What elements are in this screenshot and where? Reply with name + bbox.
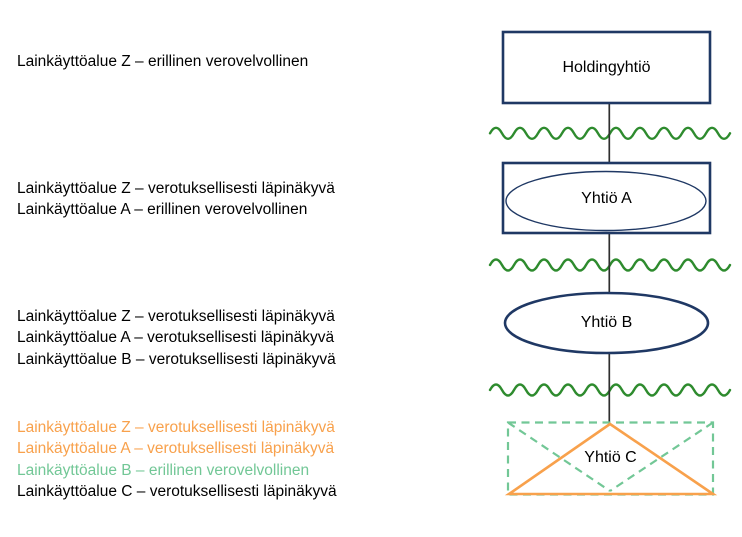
company-b-ellipse — [503, 291, 710, 355]
company-b-label: Yhtiö B — [580, 314, 633, 331]
jurisdiction-block-2: Lainkäyttöalue Z – verotuksellisesti läp… — [17, 178, 335, 221]
company-c-triangle — [504, 422, 718, 496]
jurisdiction-line: Lainkäyttöalue Z – verotuksellisesti läp… — [17, 180, 335, 197]
company-a-ellipse — [505, 170, 707, 232]
jurisdiction-line: Lainkäyttöalue Z – verotuksellisesti läp… — [17, 308, 335, 325]
holding-company-label: Holdingyhtiö — [562, 58, 651, 76]
jurisdiction-line: Lainkäyttöalue A – verotuksellisesti läp… — [17, 440, 335, 458]
jurisdiction-line: Lainkäyttöalue Z – erillinen verovelvoll… — [17, 53, 309, 70]
jurisdiction-block-1: Lainkäyttöalue Z – erillinen verovelvoll… — [17, 51, 308, 72]
jurisdiction-line: Lainkäyttöalue Z – verotuksellisesti läp… — [17, 419, 335, 436]
company-c-label: Yhtiö C — [584, 449, 637, 466]
company-c-dashed-diagonals — [507, 421, 714, 492]
holding-company-box — [501, 30, 712, 105]
jurisdiction-line: Lainkäyttöalue C – verotuksellisesti läp… — [17, 482, 337, 500]
jurisdiction-block-4: Lainkäyttöalue Z – verotuksellisesti läp… — [17, 417, 337, 502]
company-a-label: Yhtiö A — [581, 189, 632, 207]
jurisdiction-line: Lainkäyttöalue A – erillinen verovelvoll… — [17, 201, 308, 219]
jurisdiction-line: Lainkäyttöalue A – verotuksellisesti läp… — [17, 329, 335, 347]
jurisdiction-block-3: Lainkäyttöalue Z – verotuksellisesti läp… — [17, 306, 336, 370]
jurisdiction-line: Lainkäyttöalue B – verotuksellisesti läp… — [17, 350, 336, 368]
jurisdiction-line: Lainkäyttöalue B – erillinen verovelvoll… — [17, 461, 310, 479]
